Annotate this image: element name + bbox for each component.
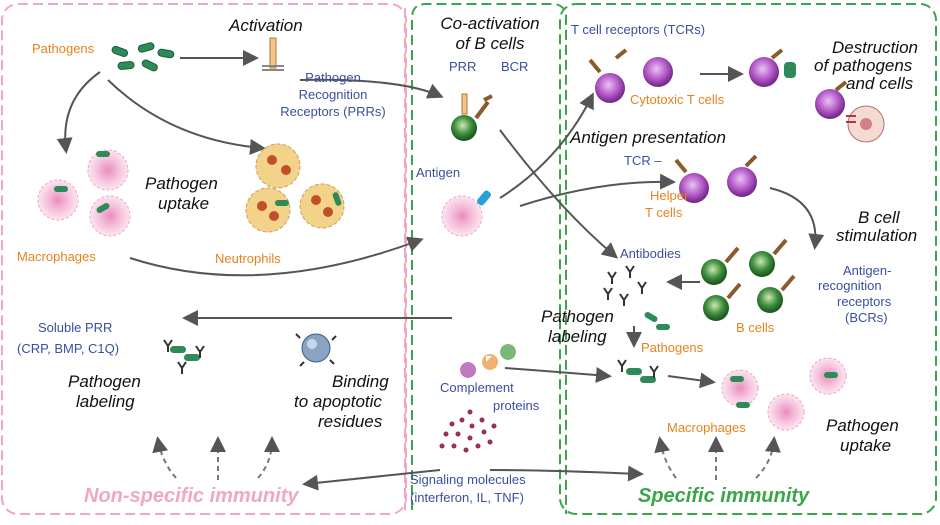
title-activation: Activation xyxy=(229,16,303,35)
title-coactivation-line2: of B cells xyxy=(455,34,525,53)
footer-nonspecific: Non-specific immunity xyxy=(84,485,299,507)
label-antigen-recog-1: Antigen- xyxy=(843,263,892,278)
title-destruction-line3: and cells xyxy=(846,74,914,93)
title-pathogen-labeling-mid-2: labeling xyxy=(548,327,607,346)
label-prr: PRR xyxy=(449,59,477,74)
label-helper-2: T cells xyxy=(645,205,683,220)
macrophage-group-right xyxy=(721,357,847,431)
label-complement-2: proteins xyxy=(493,398,540,413)
middle-panel-border xyxy=(411,3,567,514)
label-pathogens-top: Pathogens xyxy=(32,41,95,56)
b-cell-group xyxy=(701,238,796,321)
label-antigen-recog-4: (BCRs) xyxy=(845,310,888,325)
specific-panel-border xyxy=(559,3,937,515)
label-soluble-prr-2: (CRP, BMP, C1Q) xyxy=(17,341,120,356)
antigen-macrophage xyxy=(441,190,491,237)
complement-proteins xyxy=(460,344,517,378)
title-b-cell-stim-2: stimulation xyxy=(836,226,918,245)
label-bcr: BCR xyxy=(501,59,529,74)
label-antigen: Antigen xyxy=(416,165,461,180)
label-complement-1: Complement xyxy=(440,380,514,395)
labeled-pathogens-left xyxy=(163,339,205,374)
macrophage-group-left xyxy=(37,149,131,237)
helper-t-cells xyxy=(674,154,758,203)
label-prrs-1: Pathogen xyxy=(305,70,361,85)
label-soluble-prr-1: Soluble PRR xyxy=(38,320,113,335)
antibody-cluster xyxy=(603,265,647,306)
title-pathogen-uptake-right-2: uptake xyxy=(840,436,892,455)
signaling-molecules xyxy=(439,409,497,453)
label-prrs-2: Recognition xyxy=(298,87,368,102)
title-pathogen-uptake-right-1: Pathogen xyxy=(826,416,899,435)
prr-receptor-top xyxy=(262,37,284,71)
title-destruction-line1: Destruction xyxy=(832,38,918,57)
title-pathogen-uptake-left-2: uptake xyxy=(158,194,210,213)
nonspecific-panel-border xyxy=(1,3,407,515)
neutrophil-group xyxy=(245,143,345,233)
title-binding-2: to apoptotic xyxy=(294,392,382,411)
b-cell-coactivation xyxy=(451,93,493,141)
pathogen-cluster-top xyxy=(111,42,175,72)
labeled-pathogens-right xyxy=(617,359,659,383)
title-antigen-presentation: Antigen presentation xyxy=(570,128,726,147)
label-antibodies: Antibodies xyxy=(620,246,681,261)
title-pathogen-uptake-left-1: Pathogen xyxy=(145,174,218,193)
label-antigen-recog-3: receptors xyxy=(837,294,892,309)
title-pathogen-labeling-left-2: labeling xyxy=(76,392,135,411)
title-b-cell-stim-1: B cell xyxy=(858,208,900,227)
title-pathogen-labeling-mid-1: Pathogen xyxy=(541,307,614,326)
label-helper-1: Helper xyxy=(650,188,689,203)
cytotoxic-t-cells xyxy=(588,48,885,143)
label-signaling-2: (interferon, IL, TNF) xyxy=(410,490,524,505)
label-macrophages-left: Macrophages xyxy=(17,249,96,264)
label-cytotoxic: Cytotoxic T cells xyxy=(630,92,725,107)
flow-arrows xyxy=(56,50,825,491)
apoptotic-residue xyxy=(295,333,337,367)
label-pathogens-mid: Pathogens xyxy=(641,340,704,355)
footer-specific: Specific immunity xyxy=(638,485,810,507)
label-tcr: TCR – xyxy=(624,153,662,168)
label-neutrophils: Neutrophils xyxy=(215,251,281,266)
title-coactivation-line1: Co-activation xyxy=(440,14,540,33)
pathogen-cluster-mid xyxy=(644,312,670,330)
label-prrs-3: Receptors (PRRs) xyxy=(280,104,386,119)
upward-arrows xyxy=(152,436,781,480)
title-pathogen-labeling-left-1: Pathogen xyxy=(68,372,141,391)
label-tcrs: T cell receptors (TCRs) xyxy=(571,22,706,37)
title-binding-1: Binding xyxy=(332,372,389,391)
label-signaling-1: Signaling molecules xyxy=(410,472,526,487)
title-destruction-line2: of pathogens xyxy=(814,56,913,75)
label-antigen-recog-2: recognition xyxy=(818,278,882,293)
title-binding-3: residues xyxy=(318,412,383,431)
label-b-cells: B cells xyxy=(736,320,775,335)
label-macrophages-right: Macrophages xyxy=(667,420,746,435)
